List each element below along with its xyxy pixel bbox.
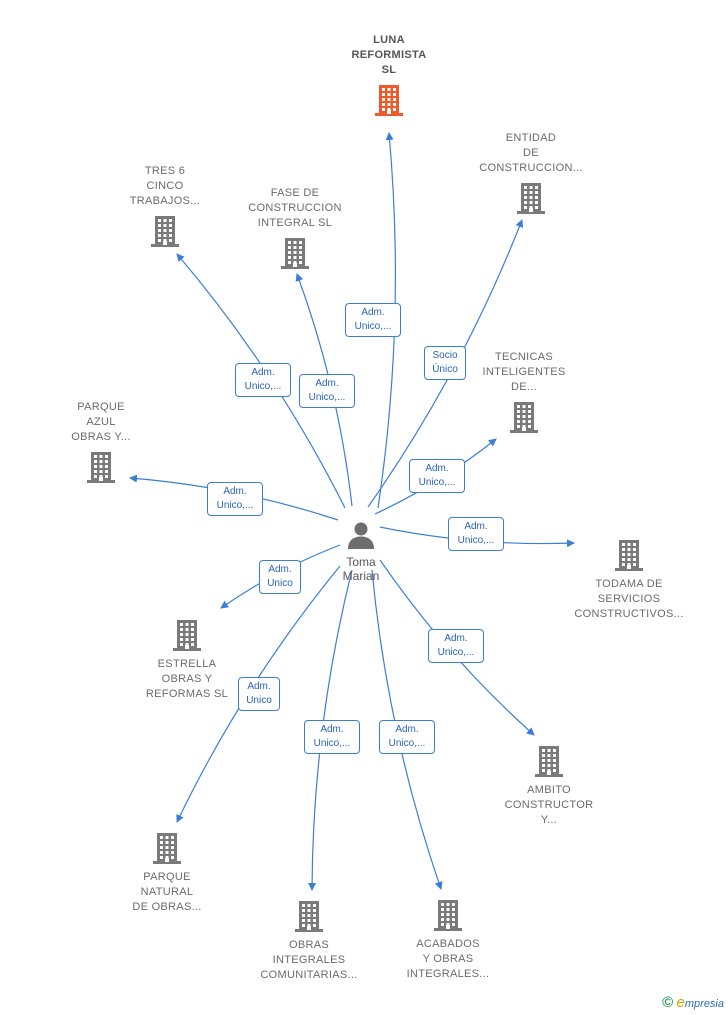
- brand-e-letter: e: [676, 994, 685, 1011]
- node-entidad[interactable]: ENTIDAD DE CONSTRUCCION...: [471, 131, 591, 216]
- building-icon: [153, 833, 181, 864]
- role-badge-obras[interactable]: Adm. Unico,...: [304, 720, 360, 754]
- node-obras[interactable]: OBRAS INTEGRALES COMUNITARIAS...: [249, 898, 369, 983]
- node-label: TODAMA DE SERVICIOS CONSTRUCTIVOS...: [574, 578, 684, 620]
- role-badge-tecnicas[interactable]: Adm. Unico,...: [409, 459, 465, 493]
- role-badge-fase[interactable]: Adm. Unico,...: [299, 374, 355, 408]
- node-label: OBRAS INTEGRALES COMUNITARIAS...: [260, 939, 358, 981]
- node-tecnicas[interactable]: TECNICAS INTELIGENTES DE...: [464, 350, 584, 435]
- node-estrella[interactable]: ESTRELLA OBRAS Y REFORMAS SL: [127, 617, 247, 702]
- role-badge-acabados[interactable]: Adm. Unico,...: [379, 720, 435, 754]
- node-parquenatural[interactable]: PARQUE NATURAL DE OBRAS...: [107, 830, 227, 915]
- center-person-node[interactable]: Toma Marian: [321, 520, 401, 583]
- node-fase[interactable]: FASE DE CONSTRUCCION INTEGRAL SL: [235, 186, 355, 271]
- copyright-icon: ©: [662, 994, 674, 1011]
- node-parqueazul[interactable]: PARQUE AZUL OBRAS Y...: [41, 400, 161, 485]
- role-badge-entidad[interactable]: Socio Único: [424, 346, 466, 380]
- node-label: TRES 6 CINCO TRABAJOS...: [129, 165, 201, 207]
- role-badge-ambito[interactable]: Adm. Unico,...: [428, 629, 484, 663]
- person-icon: [348, 522, 374, 549]
- brand-name: mpresia: [684, 998, 724, 1010]
- building-icon: [281, 238, 309, 269]
- node-label: PARQUE NATURAL DE OBRAS...: [132, 871, 202, 913]
- node-label: ACABADOS Y OBRAS INTEGRALES...: [406, 938, 490, 980]
- building-icon: [173, 620, 201, 651]
- node-label: TECNICAS INTELIGENTES DE...: [482, 351, 566, 393]
- building-icon: [87, 452, 115, 483]
- brand-logo[interactable]: © empresia: [662, 994, 724, 1011]
- role-badge-tres6[interactable]: Adm. Unico,...: [235, 363, 291, 397]
- role-badge-parquenatural[interactable]: Adm. Unico: [238, 677, 280, 711]
- building-icon: [295, 901, 323, 932]
- node-tres6[interactable]: TRES 6 CINCO TRABAJOS...: [105, 164, 225, 249]
- node-label: FASE DE CONSTRUCCION INTEGRAL SL: [248, 187, 342, 229]
- building-icon: [434, 900, 462, 931]
- node-label: ESTRELLA OBRAS Y REFORMAS SL: [145, 658, 229, 700]
- building-icon: [510, 402, 538, 433]
- node-label: LUNA REFORMISTA SL: [351, 34, 427, 76]
- building-icon: [151, 216, 179, 247]
- node-luna[interactable]: LUNA REFORMISTA SL: [329, 33, 449, 118]
- node-ambito[interactable]: AMBITO CONSTRUCTOR Y...: [489, 743, 609, 828]
- node-label: PARQUE AZUL OBRAS Y...: [71, 401, 131, 443]
- role-badge-luna[interactable]: Adm. Unico,...: [345, 303, 401, 337]
- role-badge-estrella[interactable]: Adm. Unico: [259, 560, 301, 594]
- node-acabados[interactable]: ACABADOS Y OBRAS INTEGRALES...: [388, 897, 508, 982]
- node-label: ENTIDAD DE CONSTRUCCION...: [479, 132, 583, 174]
- role-badge-parqueazul[interactable]: Adm. Unico,...: [207, 482, 263, 516]
- center-person-label: Toma Marian: [342, 555, 380, 583]
- node-todama[interactable]: TODAMA DE SERVICIOS CONSTRUCTIVOS...: [569, 537, 689, 622]
- building-icon: [517, 183, 545, 214]
- building-icon: [535, 746, 563, 777]
- building-icon: [615, 540, 643, 571]
- node-label: AMBITO CONSTRUCTOR Y...: [504, 784, 594, 826]
- role-badge-todama[interactable]: Adm. Unico,...: [448, 517, 504, 551]
- building-icon: [375, 85, 403, 116]
